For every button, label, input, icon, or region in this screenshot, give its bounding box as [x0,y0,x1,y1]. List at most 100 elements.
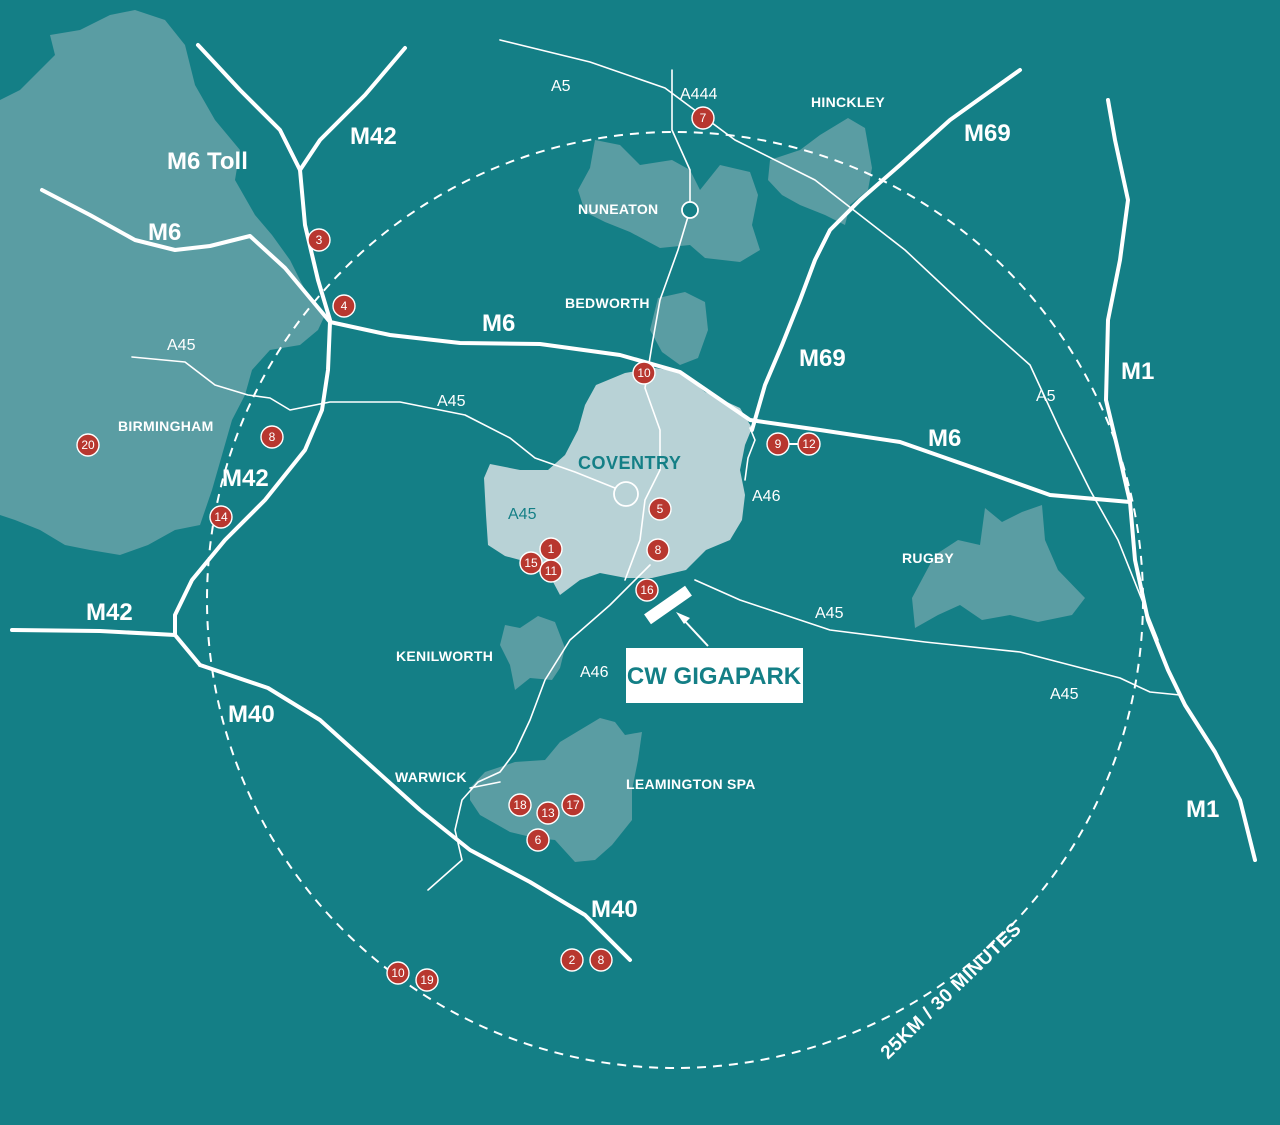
m42-west-mid-label: M42 [222,465,269,492]
a45-west-label: A45 [167,337,196,354]
a444-road [624,69,691,581]
a46-east-label: A46 [752,488,781,505]
location-marker[interactable]: 17 [561,793,585,817]
a45-south-road [469,781,501,789]
a45-east-road [694,579,1181,696]
a45-east-label: A45 [815,605,844,622]
marker-number: 4 [341,299,348,313]
m1-north-label: M1 [1121,358,1154,385]
a45-far-east-label: A45 [1050,686,1079,703]
marker-number: 1 [548,542,555,556]
coventry-ringroad [613,481,639,507]
motorway-labels: M6 Toll M42 M6 M6 M6 M69 M69 M1 M1 M42 M… [86,120,1219,923]
location-marker[interactable]: 5 [648,497,672,521]
kenilworth-label: KENILWORTH [396,648,493,664]
marker-circle [561,793,585,817]
gigapark-callout-box [626,648,803,703]
marker-number: 13 [541,806,555,820]
marker-circle [386,961,410,985]
location-marker[interactable]: 15 [519,551,543,575]
location-marker[interactable]: 2 [560,948,584,972]
a5-east-label: A5 [1036,388,1056,405]
marker-number: 12 [802,437,816,451]
location-marker[interactable]: 20 [76,433,100,457]
marker-number: 14 [214,510,228,524]
marker-number: 11 [545,564,558,578]
m6-road [40,188,1132,504]
m42-west-road [10,628,177,637]
marker-number: 8 [269,430,276,444]
birmingham-area [0,10,325,555]
location-marker[interactable]: 9 [766,432,790,456]
location-marker[interactable]: 4 [332,294,356,318]
marker-number: 8 [655,543,662,557]
location-marker[interactable]: 13 [536,801,560,825]
location-marker[interactable]: 12 [797,432,821,456]
m40-upper-label: M40 [228,701,275,728]
m1-south-label: M1 [1186,796,1219,823]
marker-circle [415,968,439,992]
marker-circle [536,801,560,825]
marker-circle [508,793,532,817]
marker-circle [797,432,821,456]
marker-number: 10 [391,966,405,980]
location-marker[interactable]: 1 [539,537,563,561]
marker-circle [589,948,613,972]
m40-road [198,663,632,962]
marker-circle [332,294,356,318]
location-marker[interactable]: 8 [260,425,284,449]
leamington-warwick-area [470,718,642,862]
location-marker[interactable]: 19 [415,968,439,992]
leamington-spa-label: LEAMINGTON SPA [626,776,756,792]
hinckley-area [768,118,872,225]
location-marker[interactable]: 10 [632,361,656,385]
nuneaton-label: NUNEATON [578,201,658,217]
birmingham-label: BIRMINGHAM [118,418,214,434]
marker-number: 10 [637,366,651,380]
bedworth-label: BEDWORTH [565,295,650,311]
gigapark-callout-label: CW GIGAPARK [627,663,802,690]
motorways [10,43,1257,962]
marker-circle [76,433,100,457]
rugby-label: RUGBY [902,550,954,566]
a45-west-road [131,356,616,489]
marker-circle [691,106,715,130]
m6-east-label: M6 [928,425,961,452]
location-marker[interactable]: 14 [209,505,233,529]
location-marker[interactable]: 7 [691,106,715,130]
marker-circle [260,425,284,449]
marker-circle [635,578,659,602]
marker-number: 2 [569,953,576,967]
location-marker[interactable]: 8 [646,538,670,562]
m42-west-low-label: M42 [86,599,133,626]
m6-toll-label: M6 Toll [167,148,248,175]
a46-south-road [427,564,651,891]
location-marker[interactable]: 10 [386,961,410,985]
marker-circle [648,497,672,521]
location-marker[interactable]: 6 [526,828,550,852]
marker-number: 15 [524,556,538,570]
m6-central-label: M6 [482,310,515,337]
rugby-area [912,505,1085,628]
m42-north-road [298,46,407,172]
location-marker[interactable]: 3 [307,228,331,252]
marker-circle [307,228,331,252]
nuneaton-area [578,140,760,262]
a444-label: A444 [680,86,717,103]
location-marker[interactable]: 11 [539,559,563,583]
location-marker[interactable]: 18 [508,793,532,817]
location-marker[interactable]: 16 [635,578,659,602]
bedworth-area [650,292,708,365]
marker-circle [632,361,656,385]
marker-number: 16 [640,583,654,597]
a46-south-label: A46 [580,664,609,681]
location-marker[interactable]: 8 [589,948,613,972]
callout-arrow [676,612,709,647]
marker-number: 20 [81,438,95,452]
urban-areas [0,10,1085,862]
warwick-label: WARWICK [395,769,467,785]
coventry-a45-label: A45 [508,506,537,523]
gigapark-site [644,585,692,625]
marker-circle [646,538,670,562]
